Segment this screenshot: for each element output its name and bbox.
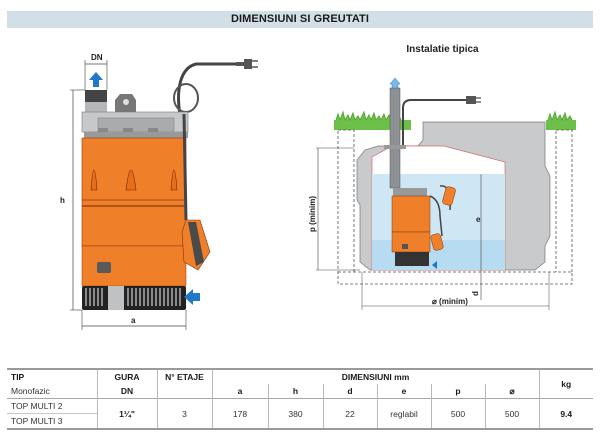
a-dimension: a	[81, 310, 187, 330]
value-kg: 9.4	[538, 398, 593, 430]
plug-icon	[244, 59, 258, 69]
diameter-label: ⌀ (minim)	[432, 297, 468, 306]
header-dim-diameter: ⌀	[484, 384, 539, 399]
model-name: TOP MULTI 2	[7, 398, 97, 414]
h-dimension: h	[60, 89, 85, 311]
header-gura-sub: DN	[96, 384, 157, 399]
value-gura: 1¼"	[96, 398, 157, 430]
model-name: TOP MULTI 3	[7, 413, 97, 430]
header-etaje-sub	[156, 384, 212, 399]
header-tip: TIP	[7, 368, 97, 384]
inlet-arrow-icon	[184, 289, 200, 305]
table-row: TOP MULTI 3	[7, 413, 593, 430]
stone-wall-right	[555, 129, 573, 277]
stone-floor	[337, 271, 573, 285]
dn-dimension: DN	[84, 53, 108, 90]
header-dim-p: p	[430, 384, 485, 399]
header-dim-d: d	[322, 384, 377, 399]
value-p: 500	[430, 398, 485, 430]
header-dim-a: a	[211, 384, 268, 399]
install-inlet-arrow-icon	[432, 261, 437, 269]
a-label: a	[131, 316, 136, 325]
d-label: d	[471, 291, 480, 296]
p-label: p (minim)	[308, 196, 317, 232]
header-gura: GURA	[96, 368, 157, 384]
value-etaje: 3	[156, 398, 212, 430]
installation-title: Instalatie tipica	[406, 44, 479, 55]
value-e: reglabil	[376, 398, 431, 430]
specs-table: TIP GURA N° ETAJE DIMENSIUNI mm kg Monof…	[7, 368, 593, 430]
header-dim-h: h	[267, 384, 323, 399]
header-kg: kg	[538, 368, 593, 399]
e-label: e	[476, 215, 481, 224]
header-tip-sub: Monofazic	[11, 386, 50, 396]
header-dim-e: e	[376, 384, 431, 399]
installation-drawing: e p (minim) d ⌀ (minim)	[308, 77, 576, 310]
install-plug-icon	[466, 96, 481, 104]
pump-body	[81, 137, 187, 247]
section-title: DIMENSIUNI SI GREUTATI	[7, 11, 593, 28]
float-switch	[181, 219, 211, 271]
table-row: TOP MULTI 2 1¼" 3 178 380 22 reglabil 50…	[7, 398, 593, 430]
value-a: 178	[211, 398, 268, 430]
stone-wall-left	[337, 129, 355, 277]
outlet-arrow-icon	[89, 72, 103, 87]
value-diameter: 500	[484, 398, 539, 430]
value-d: 22	[322, 398, 377, 430]
value-h: 380	[267, 398, 323, 430]
header-dimensiuni: DIMENSIUNI mm	[211, 368, 539, 384]
dn-label: DN	[91, 53, 103, 62]
h-label: h	[60, 196, 65, 205]
pipe-outlet-arrow-icon	[389, 77, 401, 89]
header-etaje: N° ETAJE	[156, 368, 212, 384]
